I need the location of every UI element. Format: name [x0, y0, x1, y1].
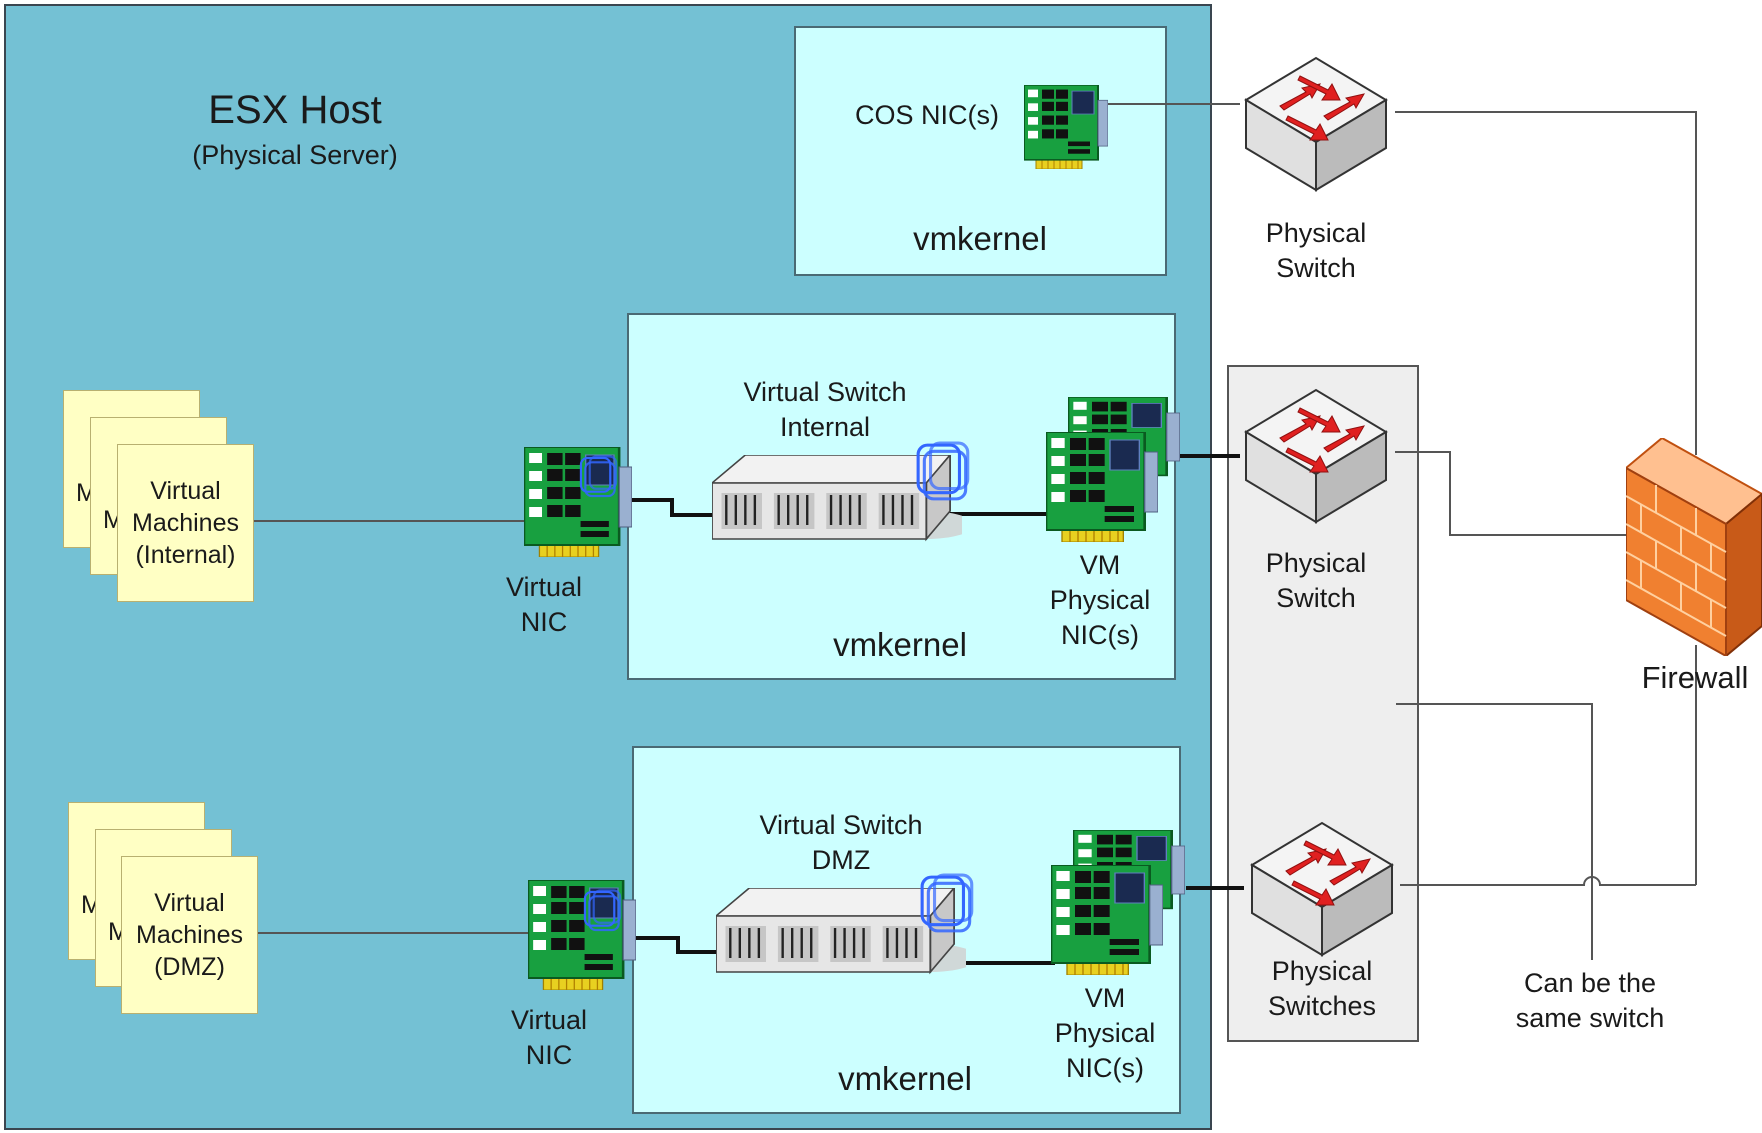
dmz-vnic-label: Virtual NIC [510, 1005, 588, 1070]
firewall-icon [1626, 438, 1762, 656]
dmz-vswitch-label: Virtual Switch DMZ [759, 810, 923, 875]
cos-nic-label: COS NIC(s) [855, 100, 999, 130]
dmz-pnic-label: VM Physical NIC(s) [1054, 983, 1156, 1083]
internal-pnic-label: VM Physical NIC(s) [1049, 550, 1151, 650]
internal-vswitch-label: Virtual Switch Internal [743, 377, 907, 442]
firewall-label: Firewall [1641, 660, 1749, 695]
dmz-pnic-card-front-icon [1051, 865, 1163, 975]
host-subtitle: (Physical Server) [192, 140, 398, 170]
cos-nic-card-icon [1024, 85, 1108, 169]
internal-vnic-ring-icon [578, 452, 622, 502]
physical-switch-mid-icon [1236, 382, 1396, 524]
physical-switch-top-label: Physical Switch [1265, 218, 1367, 283]
vm-dmz-front: Virtual Machines (DMZ) [121, 856, 258, 1014]
physical-switch-top-icon [1236, 50, 1396, 192]
same-switch-note: Can be the same switch [1515, 968, 1665, 1033]
dmz-vswitch-ring-icon [918, 869, 980, 939]
host-title: ESX Host [208, 88, 382, 132]
dmz-vmkernel-label: vmkernel [838, 1060, 972, 1097]
internal-vnic-label: Virtual NIC [505, 572, 583, 637]
vm-internal-front: Virtual Machines (Internal) [117, 444, 254, 602]
internal-vmkernel-label: vmkernel [833, 626, 967, 663]
physical-switch-mid-label: Physical Switch [1265, 548, 1367, 613]
cos-vmkernel-panel [794, 26, 1167, 276]
physical-switches-label: Physical Switches [1267, 956, 1377, 1021]
dmz-vnic-ring-icon [582, 886, 626, 936]
cos-vmkernel-label: vmkernel [913, 220, 1047, 257]
internal-vswitch-ring-icon [914, 437, 976, 507]
physical-switch-bottom-icon [1242, 815, 1402, 957]
internal-pnic-card-front-icon [1046, 432, 1158, 542]
